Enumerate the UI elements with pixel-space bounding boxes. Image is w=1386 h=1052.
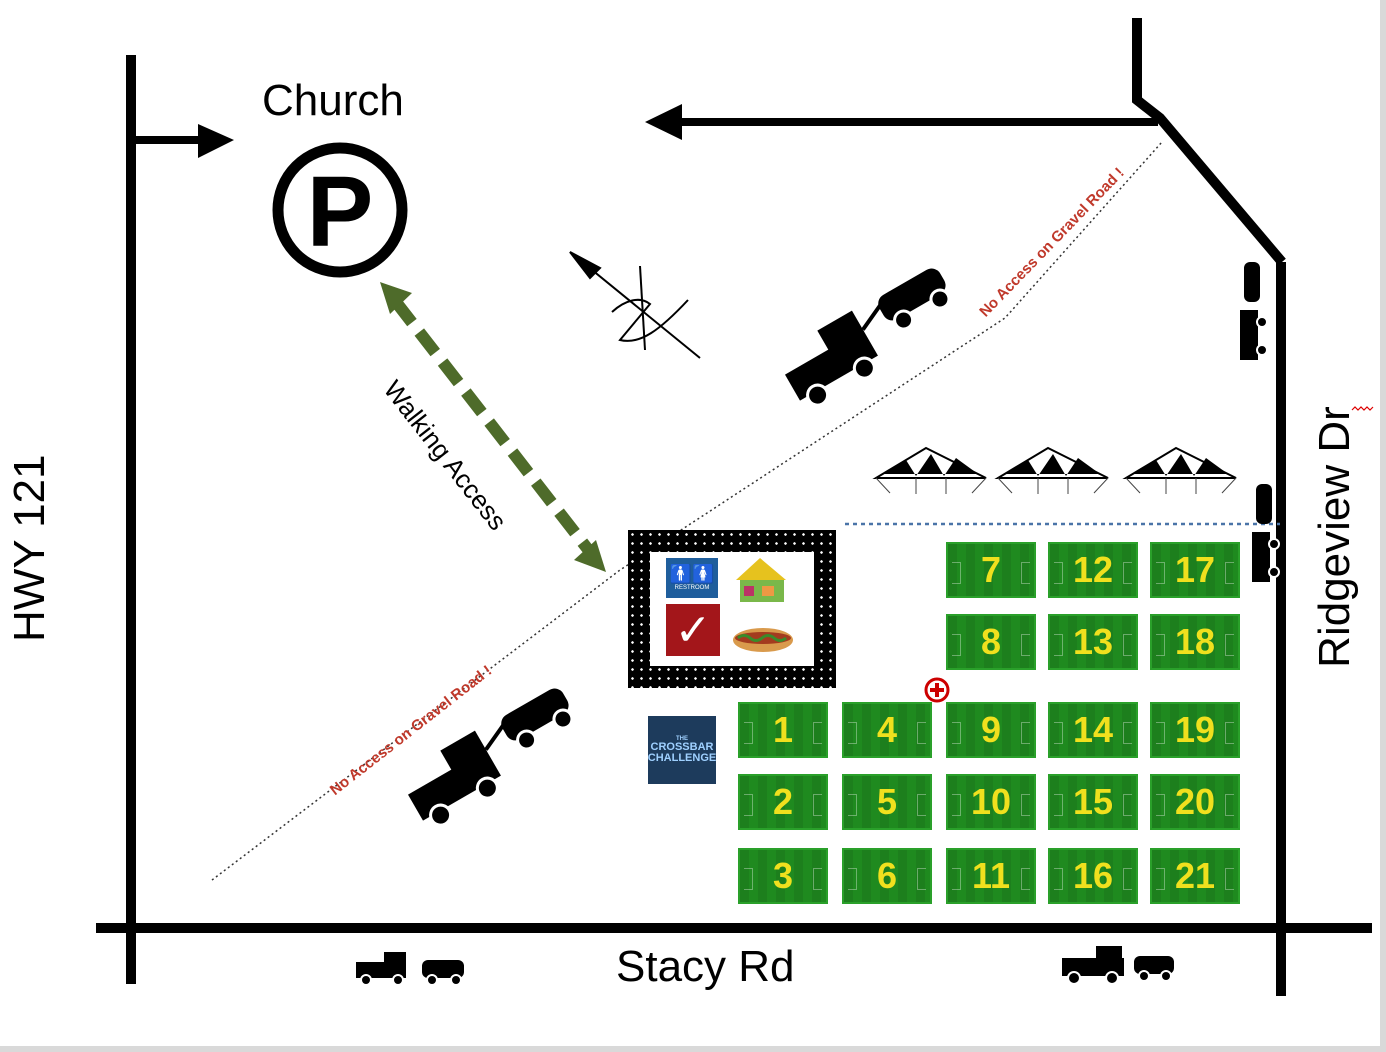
- stacy-rd-label: Stacy Rd: [616, 942, 795, 991]
- field-7: 7: [946, 542, 1036, 598]
- field-number: 8: [980, 621, 1002, 662]
- north-road: [1132, 18, 1286, 266]
- field-number: 17: [1174, 549, 1216, 590]
- parking-icon: P: [272, 142, 408, 278]
- field-number: 6: [876, 855, 898, 896]
- field-9: 9: [946, 702, 1036, 758]
- field-number: 21: [1174, 855, 1216, 896]
- field-10: 10: [946, 774, 1036, 830]
- crossbar-line-1: THE: [676, 736, 688, 742]
- field-21: 21: [1150, 848, 1240, 904]
- field-number: 7: [980, 549, 1002, 590]
- field-14: 14: [1048, 702, 1138, 758]
- walking-access-arrow: [380, 282, 606, 572]
- svg-text:P: P: [307, 156, 374, 268]
- field-17: 17: [1150, 542, 1240, 598]
- field-15: 15: [1048, 774, 1138, 830]
- tent-2-icon: [994, 446, 1109, 494]
- gravel-road: [211, 141, 1163, 881]
- vendor-tent-icon: [736, 558, 786, 602]
- field-number: 20: [1174, 781, 1216, 822]
- church-label: Church: [262, 76, 404, 125]
- tow-truck-icon-stacy-right: [1062, 946, 1174, 985]
- tow-truck-icon-stacy-left: [356, 952, 464, 986]
- restroom-text: RESTROOM: [674, 585, 710, 591]
- restroom-figures: 🚹🚺: [669, 564, 715, 584]
- tow-truck-icon-upper: [785, 268, 951, 407]
- field-number: 2: [772, 781, 794, 822]
- field-number: 16: [1072, 855, 1114, 896]
- field-18: 18: [1150, 614, 1240, 670]
- field-number: 12: [1072, 549, 1114, 590]
- field-number: 18: [1174, 621, 1216, 662]
- crossbar-challenge-logo: THE CROSSBAR CHALLENGE: [648, 716, 716, 784]
- hub-inner: 🚹🚺 RESTROOM ✓: [650, 552, 814, 666]
- field-number: 1: [772, 709, 794, 750]
- field-6: 6: [842, 848, 932, 904]
- church-entry-arrowhead: [198, 124, 234, 158]
- north-arrow-icon: [569, 251, 701, 359]
- field-number: 13: [1072, 621, 1114, 662]
- field-number: 15: [1072, 781, 1114, 822]
- hwy-121-label: HWY 121: [5, 454, 54, 643]
- field-12: 12: [1048, 542, 1138, 598]
- field-2: 2: [738, 774, 828, 830]
- field-13: 13: [1048, 614, 1138, 670]
- spellcheck-squiggle: [1351, 406, 1374, 411]
- hub-icons: [733, 558, 793, 652]
- field-1: 1: [738, 702, 828, 758]
- restroom-icon: 🚹🚺 RESTROOM: [666, 558, 718, 598]
- field-20: 20: [1150, 774, 1240, 830]
- field-number: 14: [1072, 709, 1114, 750]
- ridgeview-dr-label: Ridgeview Dr: [1310, 406, 1359, 668]
- field-number: 4: [876, 709, 898, 750]
- tow-truck-icon-lower: [408, 688, 574, 827]
- first-aid-icon: [924, 677, 950, 703]
- tow-truck-icon-ridgeview-lower: [1252, 484, 1280, 582]
- field-19: 19: [1150, 702, 1240, 758]
- field-5: 5: [842, 774, 932, 830]
- tent-1-icon: [872, 446, 987, 494]
- field-number: 9: [980, 709, 1002, 750]
- tow-truck-icon-ridgeview-upper: [1240, 262, 1268, 360]
- field-16: 16: [1048, 848, 1138, 904]
- field-number: 19: [1174, 709, 1216, 750]
- field-number: 11: [971, 855, 1011, 896]
- field-number: 10: [970, 781, 1012, 822]
- crossbar-line-3: CHALLENGE: [647, 752, 717, 764]
- hot-dog-icon: [733, 628, 793, 652]
- field-number: 5: [876, 781, 898, 822]
- exit-road-arrowhead: [645, 104, 682, 140]
- field-3: 3: [738, 848, 828, 904]
- field-number: 3: [772, 855, 794, 896]
- field-4: 4: [842, 702, 932, 758]
- tent-3-icon: [1122, 446, 1237, 494]
- field-11: 11: [946, 848, 1036, 904]
- central-hub: 🚹🚺 RESTROOM ✓: [628, 530, 836, 688]
- crossbar-line-2: CROSSBAR: [650, 741, 714, 753]
- field-8: 8: [946, 614, 1036, 670]
- check-in-icon: ✓: [666, 604, 720, 656]
